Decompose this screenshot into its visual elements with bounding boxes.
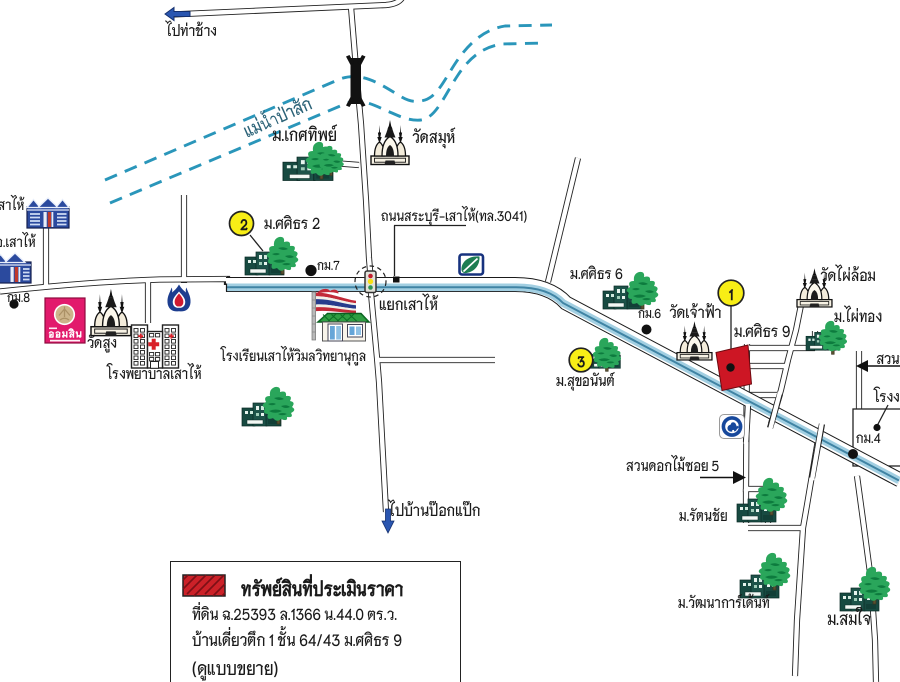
svg-text:ออมสิน: ออมสิน (49, 328, 82, 340)
